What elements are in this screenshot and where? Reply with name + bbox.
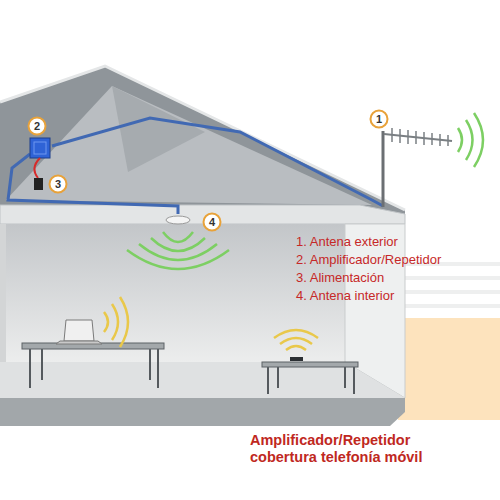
- roof-plane: [6, 86, 372, 205]
- key-holder: 2. Amplificador/Repetidor: [296, 252, 441, 268]
- signal-wave: [104, 312, 108, 332]
- coax-cable: [52, 118, 383, 206]
- antenna-mast: [382, 131, 385, 207]
- callout-holder: 3: [49, 175, 67, 193]
- laptop-screen: [64, 320, 94, 341]
- power-wire: [34, 158, 40, 178]
- signal-wave: [466, 120, 473, 160]
- caption: Amplificador/Repetidor cobertura telefon…: [250, 432, 455, 466]
- antenna-element: [423, 132, 425, 145]
- foundation: [0, 398, 405, 426]
- table-leg: [344, 367, 346, 388]
- antenna-element: [407, 130, 409, 144]
- roof-edge: [0, 66, 405, 210]
- callout-number: 3: [49, 175, 67, 193]
- backdrop-panel: [398, 318, 500, 420]
- table-top: [262, 362, 358, 367]
- antenna-element: [415, 131, 417, 144]
- callout-holder: 1: [370, 110, 388, 128]
- callout-ring: [50, 176, 67, 193]
- backdrop-stripe: [400, 304, 500, 308]
- signal-wave: [280, 338, 312, 344]
- signal-wave: [286, 346, 306, 350]
- left-wall-edge: [0, 224, 6, 362]
- antenna-element: [439, 134, 441, 146]
- key-entry: 2. Amplificador/Repetidor: [296, 252, 441, 268]
- amplifier-detail: [34, 142, 46, 154]
- callout-holder: 4: [203, 213, 221, 231]
- antenna-element: [431, 133, 433, 145]
- key-entry: 3. Alimentación: [296, 270, 384, 286]
- callout-ring: [29, 118, 46, 135]
- roof-gable: [0, 66, 405, 214]
- coax-cable: [8, 154, 178, 214]
- back-wall: [0, 224, 345, 362]
- key-entry: 1. Antena exterior: [296, 234, 398, 250]
- laptop-base: [56, 341, 102, 344]
- callout-ring: [204, 214, 221, 231]
- key-holder: 4. Antena interior: [296, 288, 394, 304]
- key-holder: 1. Antena exterior: [296, 234, 398, 250]
- antenna-element: [391, 128, 393, 142]
- antenna-element: [399, 129, 401, 143]
- signal-wave: [274, 330, 318, 338]
- roof-plane: [112, 86, 205, 172]
- table-leg: [353, 367, 355, 394]
- signal-wave: [112, 304, 118, 340]
- antenna-boom: [384, 134, 452, 141]
- table-leg: [267, 367, 269, 394]
- callout-number: 2: [28, 117, 46, 135]
- callout-holder: 2: [28, 117, 46, 135]
- table-leg: [277, 367, 279, 388]
- key-holder: 3. Alimentación: [296, 270, 384, 286]
- room-floor: [0, 362, 405, 398]
- antenna-element: [447, 135, 449, 146]
- table-leg: [157, 349, 159, 388]
- side-wall: [345, 224, 405, 398]
- table-leg: [29, 349, 31, 388]
- callout-number: 4: [203, 213, 221, 231]
- amplifier-box: [30, 138, 50, 158]
- caption-holder: Amplificador/Repetidor cobertura telefon…: [250, 432, 455, 466]
- callout-number: 1: [370, 110, 388, 128]
- signal-wave: [163, 232, 193, 242]
- key-entry: 4. Antena interior: [296, 288, 394, 304]
- signal-wave: [474, 113, 483, 167]
- table-leg: [41, 349, 43, 380]
- signal-wave: [151, 238, 205, 251]
- signal-wave: [120, 297, 128, 347]
- signal-wave: [458, 128, 462, 152]
- backdrop-stripe: [400, 276, 500, 280]
- backdrop-stripe: [400, 290, 500, 294]
- indoor-antenna: [166, 216, 190, 224]
- power-supply: [34, 178, 43, 190]
- table-leg: [149, 349, 151, 380]
- callout-ring: [371, 111, 388, 128]
- floor-slab: [0, 205, 405, 224]
- signal-wave: [139, 244, 217, 260]
- signal-wave: [127, 250, 229, 269]
- mobile-phone: [290, 357, 303, 361]
